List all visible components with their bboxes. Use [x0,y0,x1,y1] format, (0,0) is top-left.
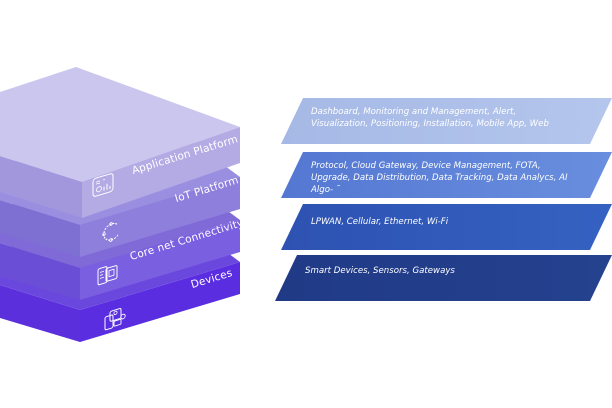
band-devices: Smart Devices, Sensors, Gateways [275,255,612,301]
band-application: Dashboard, Monitoring and Management, Al… [281,98,612,144]
layer-stack-graphic [0,67,240,342]
layer-stack: Application Platform IoT Platform Core n… [0,0,260,408]
layer-application-front-face [82,127,240,218]
layer-iot-front-face [80,177,240,257]
band-connectivity: LPWAN, Cellular, Ethernet, Wi-Fi [281,204,612,250]
band-iot: Protocol, Cloud Gateway, Device Manageme… [281,152,612,198]
layer-connectivity-front-face [80,220,240,300]
devices-icon [104,308,126,331]
band-application-text: Dashboard, Monitoring and Management, Al… [311,107,549,129]
cloud-cycle-icon [102,222,119,242]
dashboard-chart-icon [92,173,114,197]
band-iot-text: Protocol, Cloud Gateway, Device Manageme… [311,161,568,195]
band-connectivity-text: LPWAN, Cellular, Ethernet, Wi-Fi [311,217,449,227]
layer-devices-front-face [80,262,240,342]
layer-iot-left-face [0,200,80,257]
layer-application-left-face [0,156,82,218]
sim-chip-icon [97,265,118,286]
layer-application [0,67,240,218]
layer-application-top-face [0,67,240,182]
layer-devices-left-face [0,285,80,342]
band-devices-text: Smart Devices, Sensors, Gateways [305,266,455,276]
layer-connectivity-left-face [0,243,80,300]
